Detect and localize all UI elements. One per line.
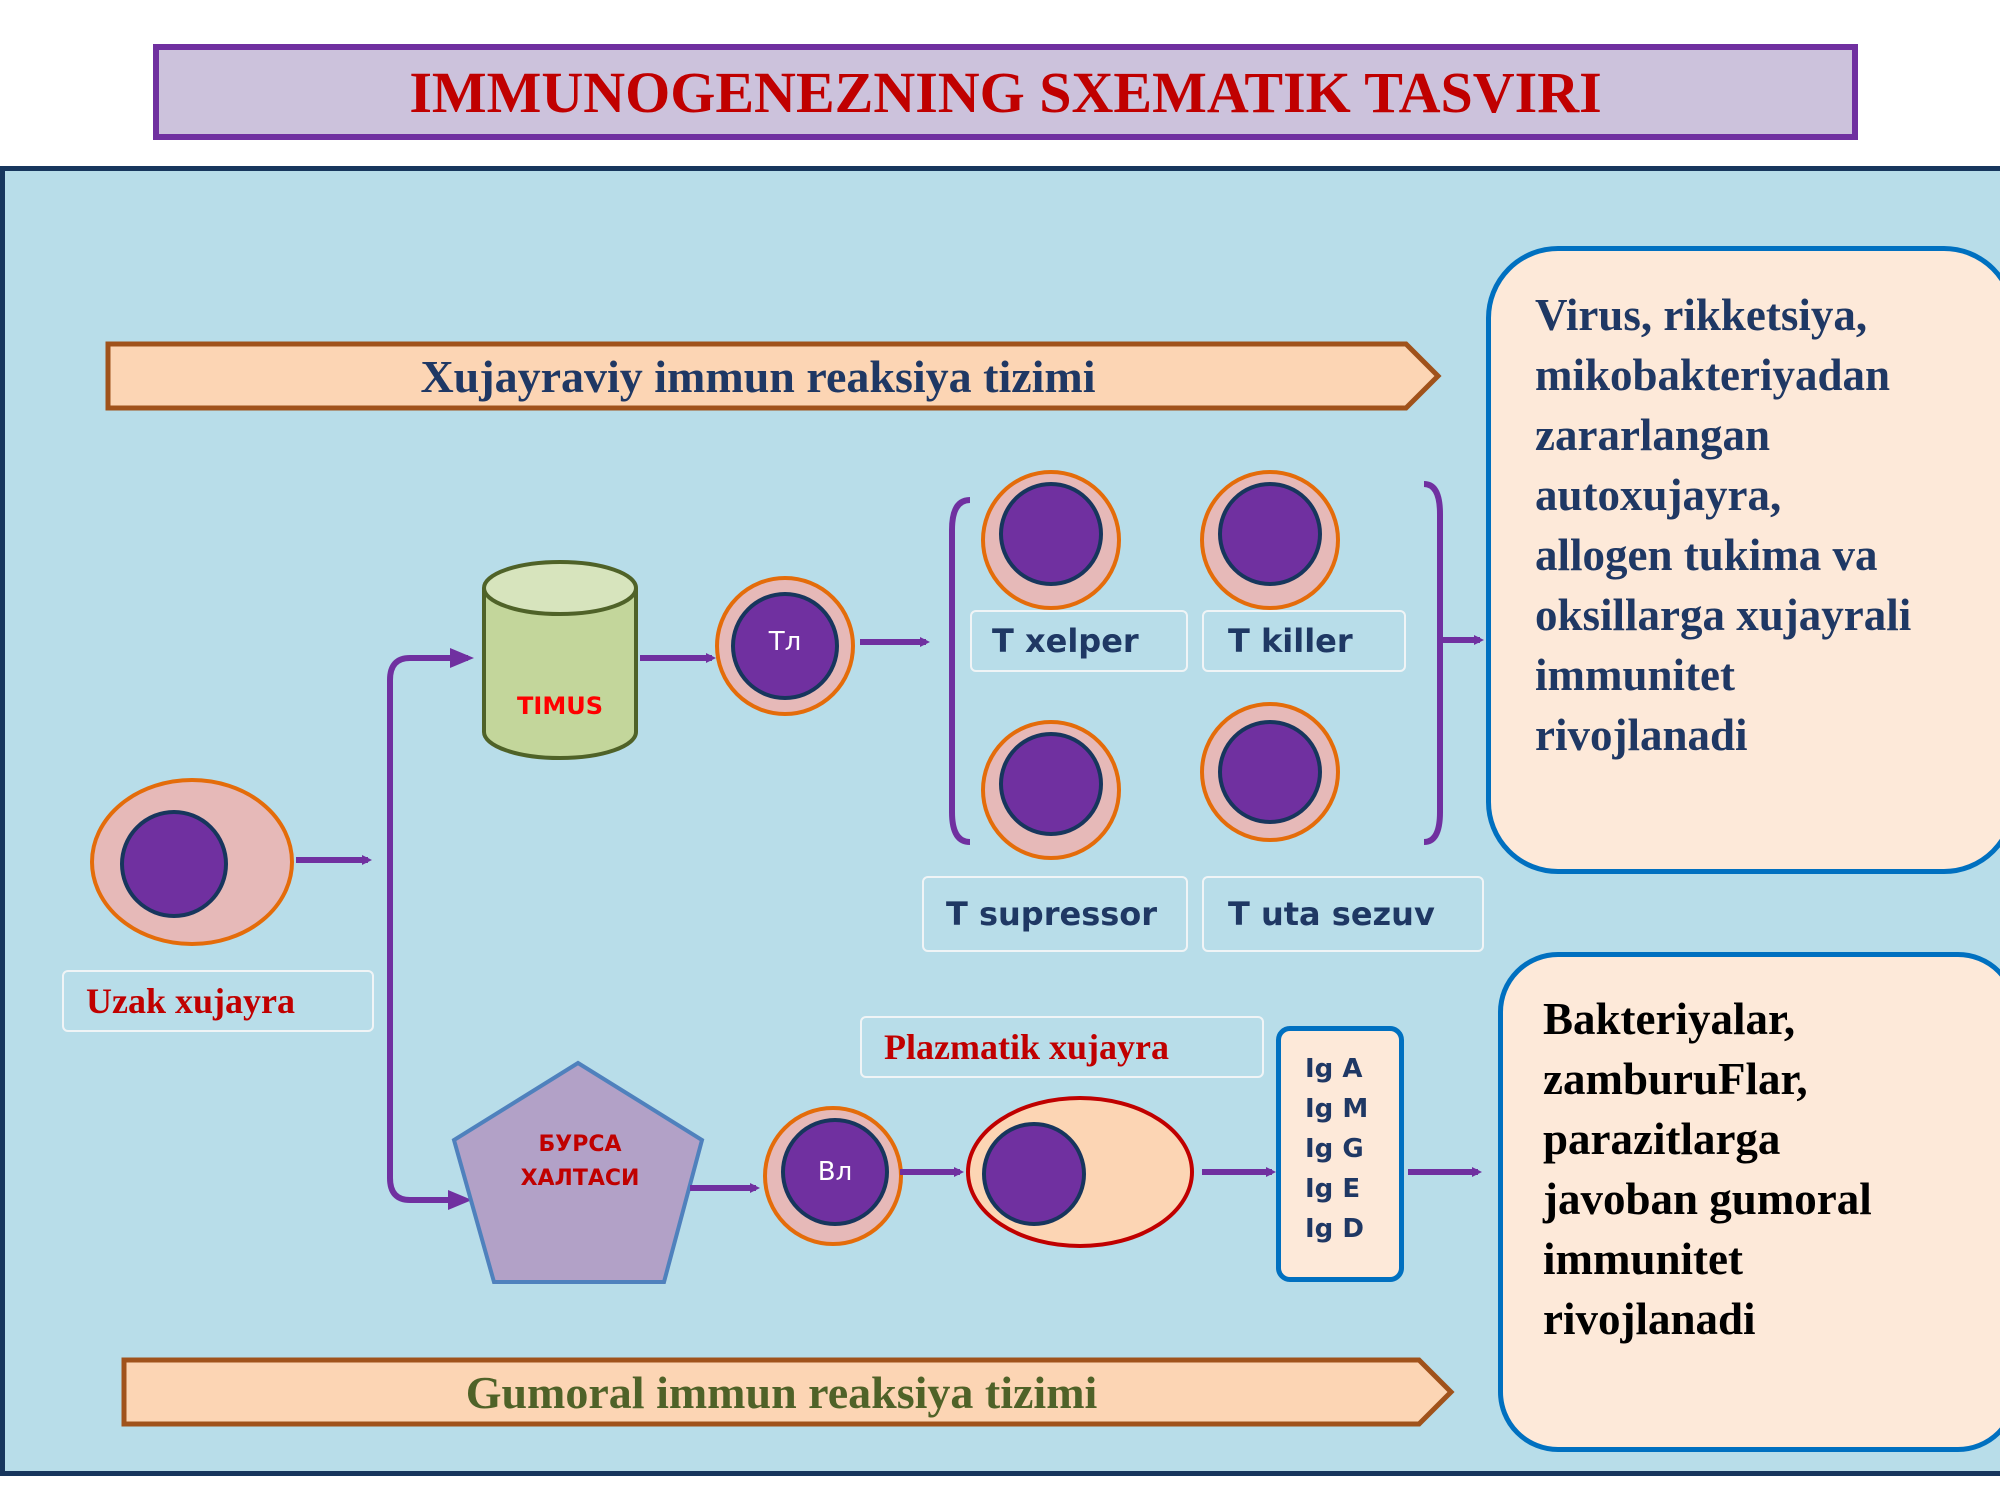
immunoglobulin-item: Ig D (1305, 1214, 1364, 1244)
thymus-label: TIMUS (517, 692, 603, 720)
subtype-bracket-right (1423, 481, 1443, 845)
immunoglobulin-box: Ig A Ig M Ig G Ig E Ig D (1276, 1026, 1404, 1282)
cellular-result-line: autoxujayra, (1535, 470, 1782, 520)
cellular-result-box: Virus, rikketsiya, mikobakteriyadan zara… (1486, 246, 2000, 874)
b-lymphocyte-label: Вл (817, 1157, 853, 1187)
humoral-result-line: immunitet (1543, 1234, 1743, 1284)
cellular-banner-arrow (105, 341, 1442, 411)
humoral-result-box: Bakteriyalar, zamburuFlar, parazitlarga … (1498, 952, 2000, 1452)
t-lymphocyte-label: Тл (768, 627, 802, 657)
t-suppressor-cell (981, 720, 1121, 860)
cellular-result-line: rivojlanadi (1535, 710, 1748, 760)
cellular-result-line: oksillarga xujayrali (1535, 590, 1912, 640)
humoral-result-line: parazitlarga (1543, 1114, 1781, 1164)
humoral-result-line: javoban gumoral (1543, 1174, 1872, 1224)
stem-cell (90, 778, 294, 946)
plasma-cell (966, 1096, 1194, 1248)
branch-line (387, 655, 468, 1203)
b-lymphocyte (763, 1106, 903, 1246)
immunoglobulin-item: Ig A (1305, 1054, 1363, 1084)
plasma-cell-label: Plazmatik xujayra (860, 1016, 1264, 1078)
humoral-result-line: Bakteriyalar, (1543, 994, 1796, 1044)
t-sensitive-label: T uta sezuv (1202, 876, 1484, 952)
bursa-label-line-2: ХАЛТАСИ (520, 1166, 640, 1191)
bursa-label-line-1: БУРСА (538, 1132, 622, 1157)
t-suppressor-label: T supressor (922, 876, 1188, 952)
humoral-result-line: zamburuFlar, (1543, 1054, 1808, 1104)
t-killer-label: T killer (1202, 610, 1406, 672)
title-box: IMMUNOGENEZNING SXEMATIK TASVIRI (153, 44, 1858, 140)
humoral-result-line: rivojlanadi (1543, 1294, 1756, 1344)
bursa-pentagon (451, 1060, 705, 1284)
cellular-result-line: allogen tukima va (1535, 530, 1878, 580)
immunoglobulin-item: Ig M (1305, 1094, 1369, 1124)
cellular-result-line: Virus, rikketsiya, (1535, 290, 1868, 340)
cellular-banner-text: Xujayraviy immun reaksiya tizimi (420, 350, 1096, 402)
branch-arrow-bottom (448, 1190, 472, 1210)
page-title: IMMUNOGENEZNING SXEMATIK TASVIRI (409, 59, 1602, 125)
t-killer-cell (1200, 470, 1340, 610)
cellular-result-line: mikobakteriyadan (1535, 350, 1891, 400)
humoral-banner-text: Gumoral immun reaksiya tizimi (465, 1366, 1098, 1418)
immunoglobulin-item: Ig E (1305, 1174, 1361, 1204)
branch-arrow-top (450, 648, 474, 668)
humoral-banner-arrow (121, 1357, 1455, 1427)
stem-cell-label: Uzak xujayra (62, 970, 374, 1032)
bursa-label: БУРСА ХАЛТАСИ (500, 1122, 660, 1202)
cellular-result-line: immunitet (1535, 650, 1735, 700)
cellular-result-line: zararlangan (1535, 410, 1770, 460)
t-helper-cell (981, 470, 1121, 610)
t-sensitive-cell (1200, 702, 1340, 842)
t-lymphocyte (715, 576, 855, 716)
subtype-bracket-left (949, 497, 971, 845)
t-helper-label: T xelper (970, 610, 1188, 672)
immunoglobulin-item: Ig G (1305, 1134, 1364, 1164)
thymus-cylinder (482, 560, 638, 760)
